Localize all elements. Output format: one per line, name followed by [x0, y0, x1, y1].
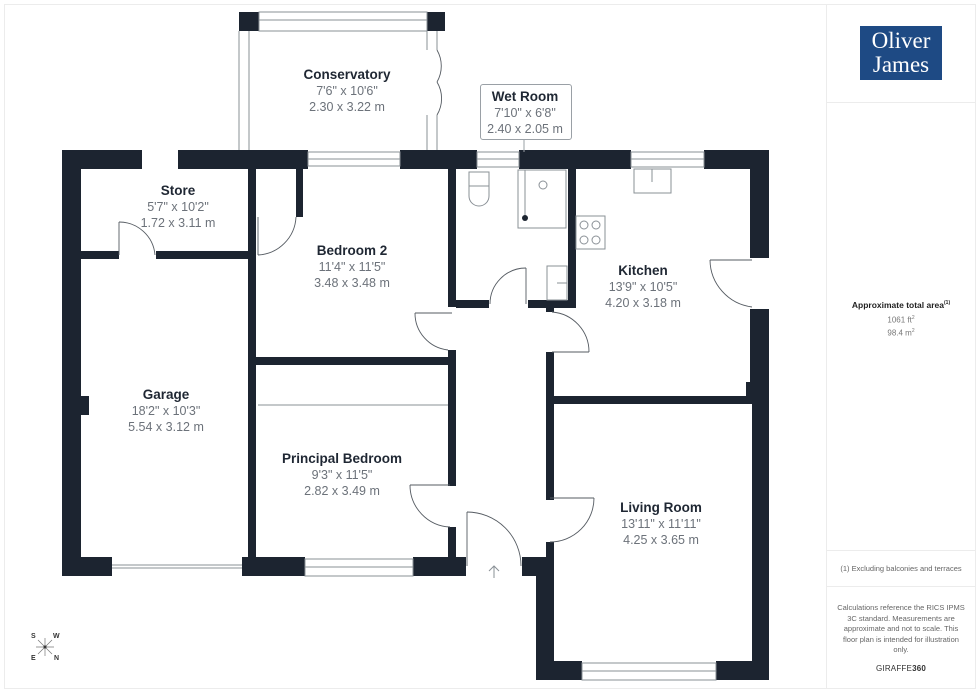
- room-name: Conservatory: [303, 67, 391, 82]
- room-label-garage: Garage 18'2" x 10'3" 5.54 x 3.12 m: [128, 386, 204, 435]
- doors: [118, 49, 753, 567]
- plan-frame: [4, 4, 826, 689]
- compass-label-w: W: [53, 633, 60, 640]
- room-dim-metric: 4.25 x 3.65 m: [623, 533, 699, 547]
- room-dim-imperial: 13'9" x 10'5": [608, 280, 678, 294]
- room-dim-imperial: 7'10" x 6'8": [494, 106, 556, 120]
- wet-room-callout: [480, 84, 572, 140]
- room-name: Garage: [142, 387, 190, 402]
- area-title: Approximate total area(1): [851, 300, 951, 310]
- area-metric: 98.4 m2: [887, 327, 915, 338]
- room-label-living-room: Living Room 13'11" x 11'11" 4.25 x 3.65 …: [620, 499, 702, 548]
- room-label-wet-room: Wet Room 7'10" x 6'8" 2.40 x 2.05 m: [487, 88, 563, 137]
- agency-logo: Oliver James: [860, 26, 942, 80]
- disclaimer-section: Calculations reference the RICS IPMS 3C …: [827, 587, 975, 688]
- room-dim-imperial: 11'4" x 11'5": [318, 260, 386, 274]
- windows-and-frames: [112, 11, 717, 681]
- floor-plan-drawing: [36, 11, 769, 681]
- room-dim-imperial: 9'3" x 11'5": [311, 468, 373, 482]
- room-dim-imperial: 7'6" x 10'6": [316, 84, 378, 98]
- room-dim-imperial: 5'7" x 10'2": [147, 200, 209, 214]
- room-dim-metric: 2.40 x 2.05 m: [487, 122, 563, 136]
- room-dim-metric: 4.20 x 3.18 m: [605, 296, 681, 310]
- area-section: Approximate total area(1) 1061 ft2 98.4 …: [827, 103, 975, 551]
- room-dim-imperial: 18'2" x 10'3": [131, 404, 201, 418]
- disclaimer-text: Calculations reference the RICS IPMS 3C …: [837, 603, 965, 654]
- area-summary: Approximate total area(1) 1061 ft2 98.4 …: [827, 300, 975, 337]
- fixtures: [468, 168, 672, 578]
- room-name: Wet Room: [491, 89, 559, 104]
- compass-label-n: N: [54, 655, 60, 662]
- room-label-principal-bedroom: Principal Bedroom 9'3" x 11'5" 2.82 x 3.…: [282, 450, 402, 499]
- walls: [62, 12, 769, 680]
- room-name: Living Room: [620, 500, 702, 515]
- room-name: Kitchen: [618, 263, 668, 278]
- room-name: Bedroom 2: [316, 243, 388, 258]
- compass-label-s: S: [31, 633, 36, 640]
- room-label-kitchen: Kitchen 13'9" x 10'5" 4.20 x 3.18 m: [605, 262, 681, 311]
- room-dim-metric: 3.48 x 3.48 m: [314, 276, 390, 290]
- area-imperial: 1061 ft2: [887, 315, 915, 325]
- room-dim-imperial: 13'11" x 11'11": [621, 517, 701, 531]
- compass-label-e: E: [31, 655, 36, 662]
- logo-line-1: Oliver: [871, 28, 931, 53]
- room-dim-metric: 5.54 x 3.12 m: [128, 420, 204, 434]
- room-dim-metric: 1.72 x 3.11 m: [140, 216, 216, 230]
- room-dim-metric: 2.82 x 3.49 m: [304, 484, 380, 498]
- room-dim-metric: 2.30 x 3.22 m: [309, 100, 385, 114]
- room-label-bedroom-2: Bedroom 2 11'4" x 11'5" 3.48 x 3.48 m: [314, 242, 390, 291]
- footnote-text: (1) Excluding balconies and terraces: [840, 564, 962, 573]
- room-label-conservatory: Conservatory 7'6" x 10'6" 2.30 x 3.22 m: [303, 66, 390, 115]
- logo-section: Oliver James: [827, 5, 975, 103]
- giraffe360-brand: GIRAFFE360: [875, 663, 927, 673]
- room-name: Store: [160, 183, 196, 198]
- room-label-store: Store 5'7" x 10'2" 1.72 x 3.11 m: [141, 182, 216, 231]
- footnote-section: (1) Excluding balconies and terraces: [827, 551, 975, 587]
- info-sidebar: Oliver James Approximate total area(1) 1…: [826, 4, 976, 689]
- room-name: Principal Bedroom: [281, 451, 403, 466]
- logo-line-2: James: [872, 52, 930, 77]
- compass-rose-icon: [36, 638, 54, 656]
